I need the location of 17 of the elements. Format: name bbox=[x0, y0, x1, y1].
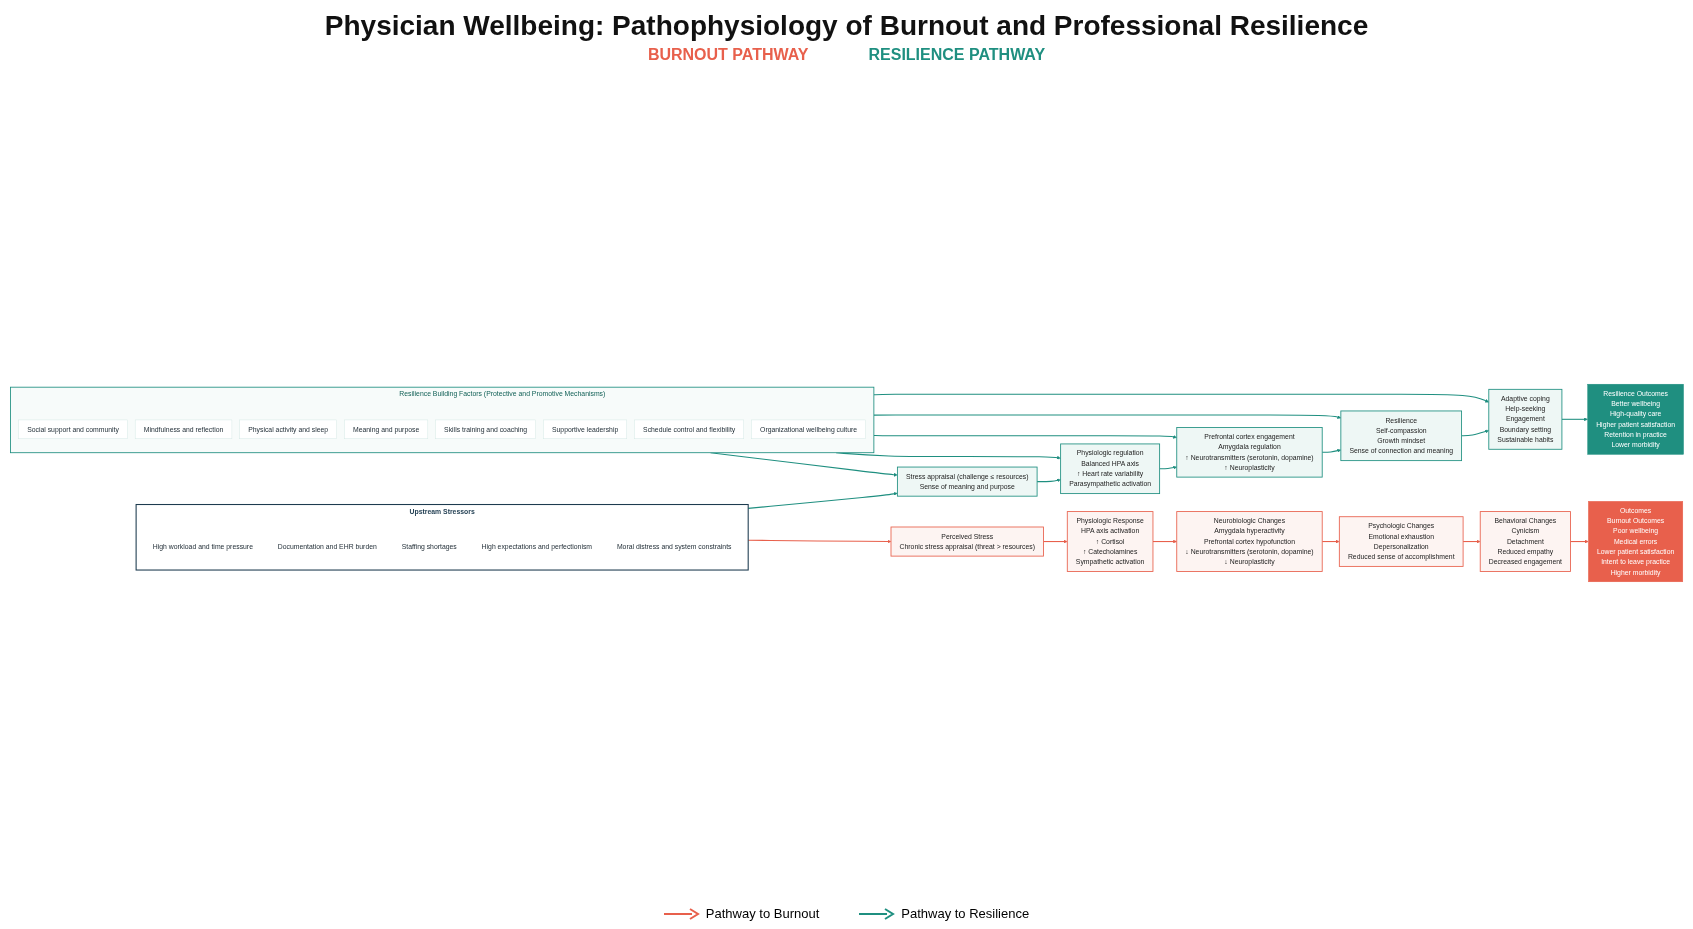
section-heading: RESILIENCE PATHWAY bbox=[868, 46, 1046, 64]
arrow bbox=[747, 491, 898, 509]
arrow bbox=[872, 434, 1177, 439]
title: Physician Wellbeing: Pathophysiology of Burnout and Professional Resilience bbox=[324, 10, 1369, 42]
arrow bbox=[872, 393, 1489, 403]
arrow bbox=[1569, 539, 1589, 544]
arrow bbox=[872, 414, 1341, 419]
arrow bbox=[1321, 448, 1341, 453]
arrow bbox=[747, 539, 891, 544]
arrow bbox=[1036, 478, 1061, 483]
arrow bbox=[1560, 417, 1588, 422]
arrow bbox=[1460, 429, 1489, 437]
legend-label: Pathway to Burnout bbox=[705, 906, 820, 921]
legend-label: Pathway to Resilience bbox=[901, 906, 1030, 921]
arrow bbox=[1042, 539, 1067, 544]
arrow bbox=[1151, 539, 1177, 544]
section-heading: BURNOUT PATHWAY bbox=[647, 46, 809, 64]
